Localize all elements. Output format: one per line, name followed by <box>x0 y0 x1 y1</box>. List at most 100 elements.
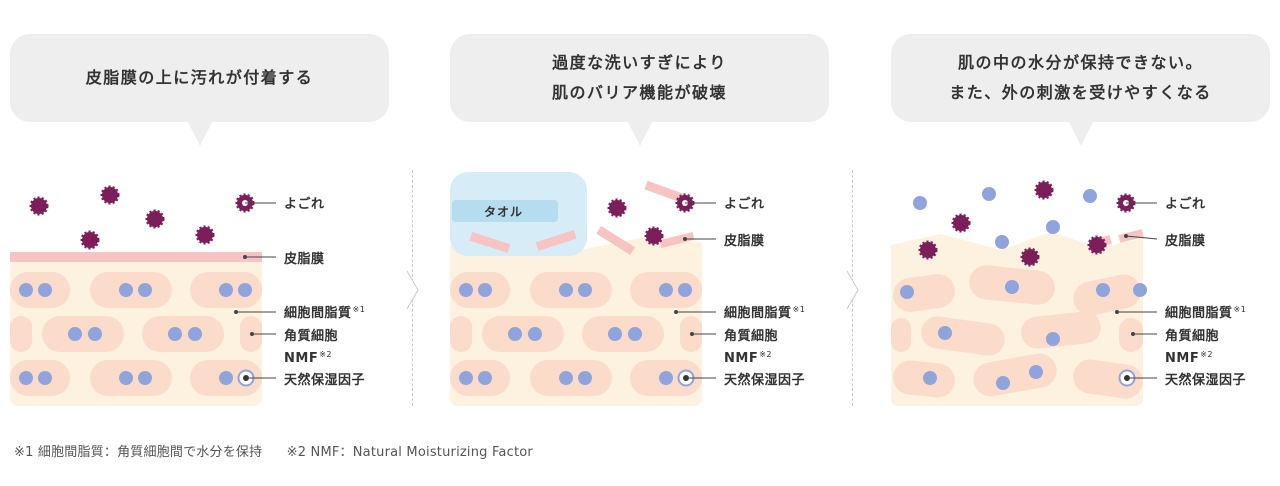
nmf-dot <box>219 283 233 297</box>
label-dirt: よごれ <box>1165 197 1206 212</box>
keratinocyte <box>893 274 955 312</box>
keratinocyte <box>582 316 664 352</box>
nmf-dot <box>478 283 492 297</box>
label-nmf-text: NMF <box>724 351 759 366</box>
nmf-dot <box>995 235 1009 249</box>
label-dirt: よごれ <box>724 197 765 212</box>
nmf-dot <box>678 283 692 297</box>
nmf-dot <box>38 283 52 297</box>
label-lipid-note: ※1 <box>792 305 806 314</box>
label-nmf-text: NMF <box>284 351 319 366</box>
label-sebum: 皮脂膜 <box>284 252 325 267</box>
leader-lines <box>676 202 716 379</box>
dirt-particle <box>1020 247 1040 267</box>
label-sebum: 皮脂膜 <box>1165 234 1206 249</box>
nmf-dot <box>1096 283 1110 297</box>
nmf-dot <box>559 283 573 297</box>
label-sebum: 皮脂膜 <box>724 234 765 249</box>
sebum-fragment <box>535 230 577 251</box>
leader-dot <box>690 332 694 336</box>
nmf-dot <box>1029 365 1043 379</box>
nmf-dot <box>1046 332 1060 346</box>
nmf-dot <box>578 283 592 297</box>
bubble-2-line-2: 肌のバリア機能が破壊 <box>551 83 727 102</box>
keratinocyte <box>921 316 1005 356</box>
nmf-dot <box>1046 220 1060 234</box>
label-nmf-note: ※2 <box>1200 350 1213 359</box>
skin-diagram-2 <box>450 172 716 406</box>
nmf-dot <box>168 327 182 341</box>
leader-lines <box>1117 202 1158 379</box>
nmf-dot <box>119 283 133 297</box>
keratinocyte <box>10 316 32 352</box>
nmf-dot <box>459 371 473 385</box>
nmf-dot <box>996 376 1010 390</box>
label-nmf: NMF※2 <box>724 350 772 366</box>
panel-2: 過度な洗いすぎにより 肌のバリア機能が破壊 <box>440 0 860 420</box>
nmf-dot <box>238 283 252 297</box>
leader-dot <box>683 237 687 241</box>
nmf-dot <box>923 371 937 385</box>
label-nmf: NMF※2 <box>1165 350 1213 366</box>
bubble-2-line-1: 過度な洗いすぎにより <box>552 53 727 72</box>
sebum-fragment <box>659 232 695 248</box>
label-cell: 角質細胞 <box>724 329 779 344</box>
dirt-particle <box>100 185 120 205</box>
nmf-dots <box>900 187 1147 390</box>
nmf-dot <box>528 327 542 341</box>
dirt-particle <box>195 225 215 245</box>
footnotes: ※1 細胞間脂質：角質細胞間で水分を保持 ※2 NMF：Natural Mois… <box>14 441 553 460</box>
nmf-dot <box>138 371 152 385</box>
bubble-3-line-1: 肌の中の水分が保持できない。 <box>957 53 1203 72</box>
label-lipid-note: ※1 <box>1233 305 1247 314</box>
nmf-dot <box>659 371 673 385</box>
nmf-dot <box>913 196 927 210</box>
nmf-dot <box>38 371 52 385</box>
nmf-dot <box>219 371 233 385</box>
keratinocyte <box>891 318 911 352</box>
towel-label: タオル <box>484 205 524 219</box>
panel-3: 肌の中の水分が保持できない。 また、外の刺激を受けやすくなる <box>881 0 1280 420</box>
keratinocyte <box>450 316 472 352</box>
leader-line <box>1125 235 1158 240</box>
speech-bubble-3: 肌の中の水分が保持できない。 また、外の刺激を受けやすくなる <box>891 34 1270 146</box>
nmf-dot <box>119 371 133 385</box>
label-lipid: 細胞間脂質※1 <box>284 302 365 321</box>
leader-dot <box>674 310 678 314</box>
nmf-dot <box>188 327 202 341</box>
bubble-1-line-1: 皮脂膜の上に汚れが付着する <box>85 68 314 87</box>
nmf-dot <box>88 327 102 341</box>
label-lipid-text: 細胞間脂質 <box>1165 306 1233 321</box>
label-moisture: 天然保湿因子 <box>284 373 366 388</box>
label-moisture: 天然保湿因子 <box>724 373 806 388</box>
nmf-dot <box>508 327 522 341</box>
label-nmf: NMF※2 <box>284 350 332 366</box>
skin-diagram-1 <box>10 185 276 406</box>
leader-dot <box>234 310 238 314</box>
keratinocyte <box>42 316 124 352</box>
nmf-dot <box>19 283 33 297</box>
chevron-right-icon <box>406 270 419 310</box>
nmf-dot <box>982 187 996 201</box>
leader-dot <box>1131 332 1135 336</box>
leader-lines <box>236 202 276 379</box>
label-dirt: よごれ <box>284 197 325 212</box>
label-nmf-note: ※2 <box>319 350 332 359</box>
dirt-particle <box>80 230 100 250</box>
keratinocyte <box>142 316 224 352</box>
panel-1: 皮脂膜の上に汚れが付着する <box>0 0 420 420</box>
skin-layer <box>891 232 1143 406</box>
keratinocyte <box>1021 311 1101 349</box>
keratinocyte <box>1073 359 1143 399</box>
sebum-film <box>10 252 262 262</box>
speech-bubble-1: 皮脂膜の上に汚れが付着する <box>10 34 389 146</box>
towel-inner <box>452 200 558 222</box>
label-lipid-text: 細胞間脂質 <box>284 306 352 321</box>
label-nmf-text: NMF <box>1165 351 1200 366</box>
leader-dot <box>1124 234 1128 238</box>
nmf-dot <box>138 283 152 297</box>
nmf-dot <box>478 371 492 385</box>
chevron-right-icon <box>846 270 859 310</box>
leader-dot <box>250 332 254 336</box>
dirt-particle <box>1087 235 1107 255</box>
